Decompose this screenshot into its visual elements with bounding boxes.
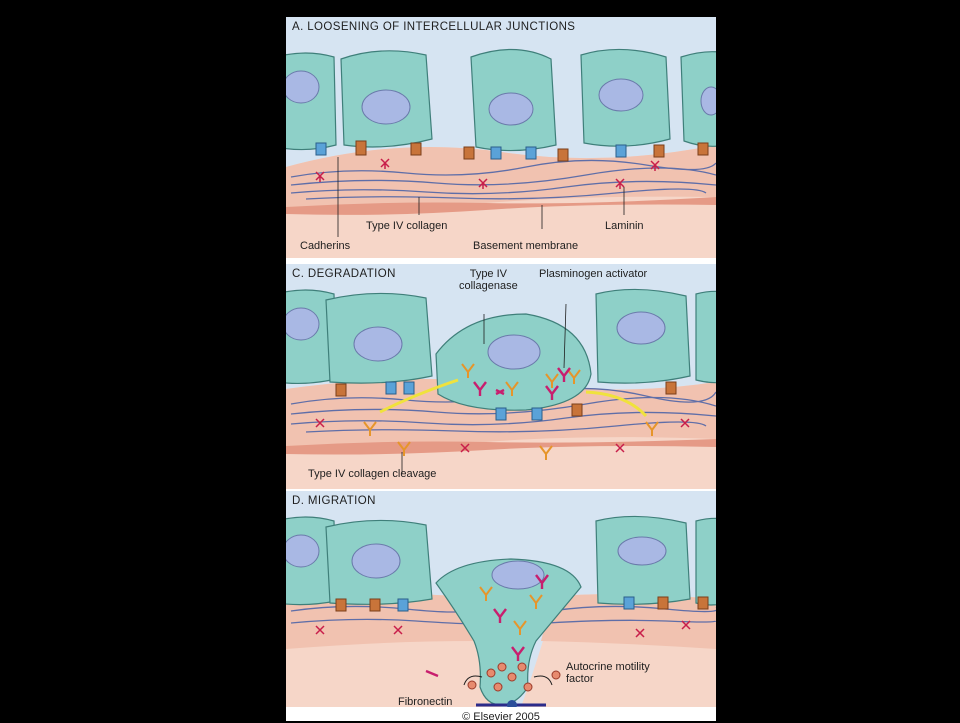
label-type-iv-collagenase: Type IV collagenase [459, 268, 518, 292]
label-cadherins: Cadherins [300, 240, 350, 252]
copyright-notice: © Elsevier 2005 [286, 711, 716, 723]
panel-c: C. DEGRADATION Type IV collagenase Plasm… [286, 264, 716, 489]
panel-d: D. MIGRATION Autocrine motility factor F… [286, 491, 716, 707]
label-autocrine-motility-factor: Autocrine motility factor [566, 661, 650, 685]
panel-d-title: D. MIGRATION [292, 495, 376, 507]
label-laminin: Laminin [605, 220, 644, 232]
panel-c-illustration [286, 264, 716, 489]
label-collagen-cleavage: Type IV collagen cleavage [308, 468, 436, 480]
figure: A. LOOSENING OF INTERCELLULAR JUNCTIONS … [286, 17, 716, 721]
panel-a: A. LOOSENING OF INTERCELLULAR JUNCTIONS … [286, 17, 716, 258]
label-basement-membrane: Basement membrane [473, 240, 578, 252]
panel-a-title: A. LOOSENING OF INTERCELLULAR JUNCTIONS [292, 21, 575, 33]
label-fibronectin: Fibronectin [398, 696, 452, 707]
label-type-iv-collagen: Type IV collagen [366, 220, 447, 232]
panel-c-title: C. DEGRADATION [292, 268, 396, 280]
panel-d-illustration [286, 491, 716, 707]
panel-a-illustration [286, 17, 716, 258]
label-plasminogen-activator: Plasminogen activator [539, 268, 647, 280]
